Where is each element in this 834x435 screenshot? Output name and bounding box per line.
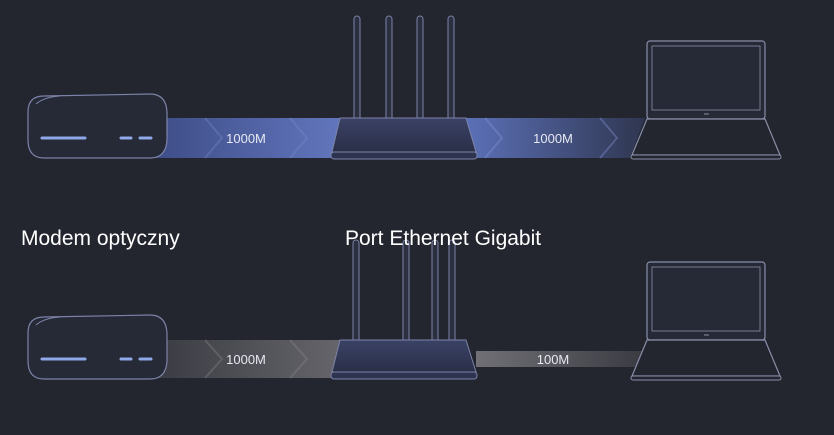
modem-icon xyxy=(27,93,168,159)
speed-label-router-laptop: 100M xyxy=(537,352,570,367)
laptop-icon xyxy=(630,40,782,160)
speed-label-modem-router: 1000M xyxy=(226,131,266,146)
link-band-modem-router xyxy=(152,339,345,379)
laptop-icon xyxy=(630,261,782,381)
row-standard: 1000M 100M xyxy=(27,239,782,381)
link-band-modem-router xyxy=(150,117,350,159)
link-band-router-laptop xyxy=(476,351,643,367)
link-band-router-laptop xyxy=(460,117,645,159)
router-icon xyxy=(330,239,478,380)
ethernet-port-label: Port Ethernet Gigabit xyxy=(345,227,542,250)
router-icon xyxy=(330,15,478,160)
row-gigabit: 1000M 1000M xyxy=(27,15,782,160)
modem-label: Modem optyczny xyxy=(21,227,180,250)
modem-icon xyxy=(27,314,168,380)
speed-label-router-laptop: 1000M xyxy=(533,131,573,146)
speed-label-modem-router: 1000M xyxy=(226,352,266,367)
